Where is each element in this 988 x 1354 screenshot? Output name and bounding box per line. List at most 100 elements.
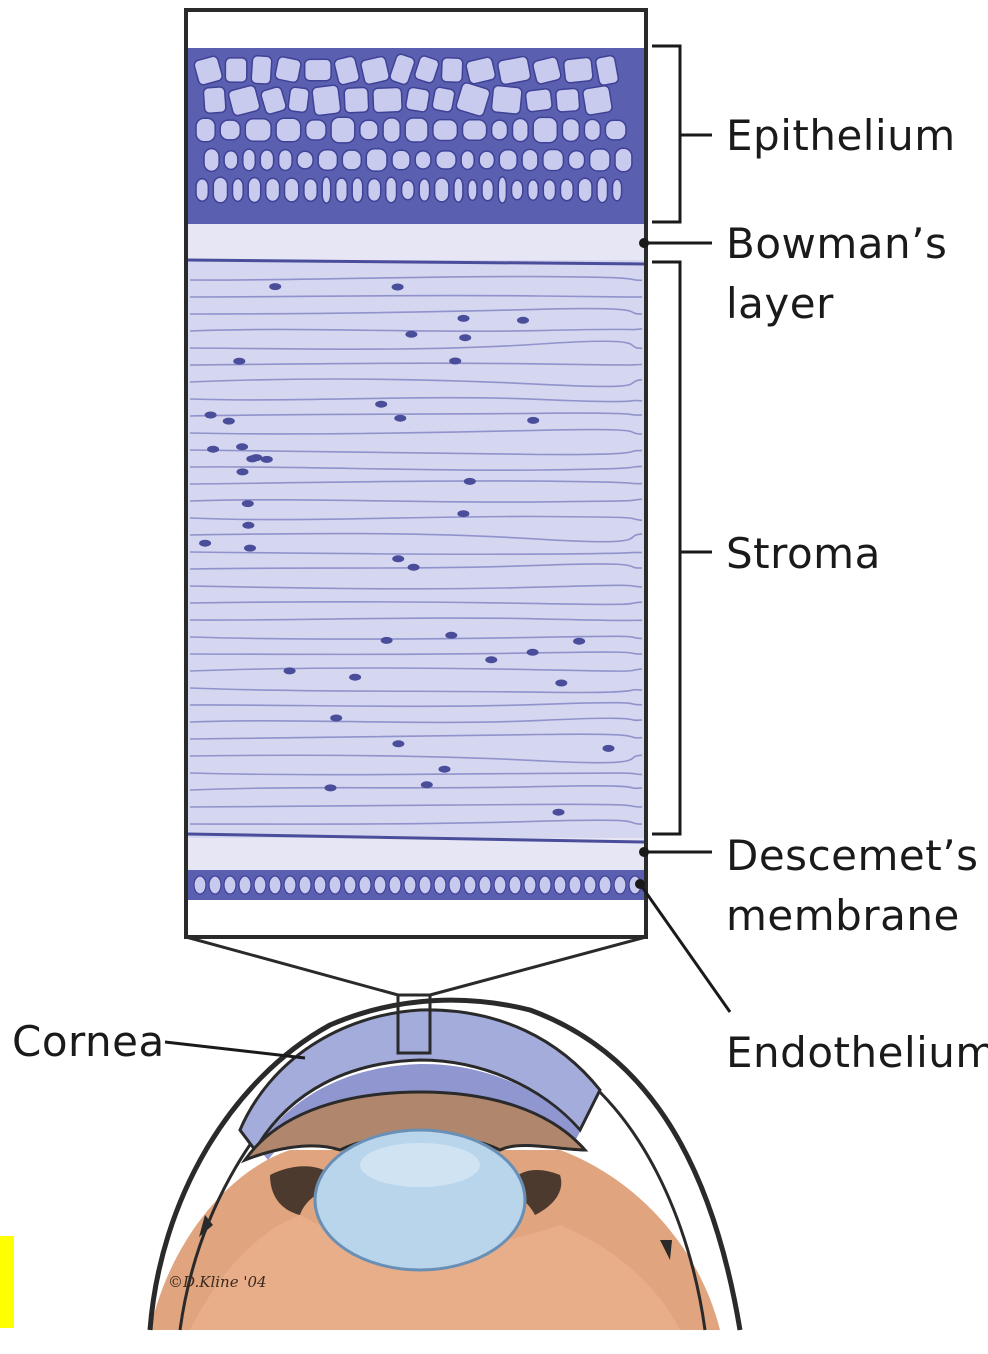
endothelial-cell	[194, 876, 206, 894]
epithelial-cell	[336, 178, 348, 202]
keratocyte-nucleus	[573, 638, 585, 645]
endothelial-cell	[344, 876, 356, 894]
epithelial-cell	[383, 118, 400, 142]
epithelial-cell	[266, 178, 280, 201]
descemets-leader-dot	[639, 847, 649, 857]
epithelial-cell	[368, 179, 381, 202]
keratocyte-nucleus	[392, 284, 404, 291]
endothelial-cell	[239, 876, 251, 894]
epithelial-cell	[233, 179, 244, 202]
endothelial-cell	[359, 876, 371, 894]
epithelial-cell	[563, 57, 593, 83]
epithelial-cell	[344, 87, 369, 113]
epithelial-cell	[568, 151, 584, 169]
epithelial-cell	[498, 177, 506, 203]
epithelial-cell	[225, 58, 247, 82]
endothelial-cell	[479, 876, 491, 894]
epithelial-cell	[352, 178, 363, 203]
epithelial-cell	[533, 117, 557, 142]
endothelial-cell	[434, 876, 446, 894]
epithelial-cell	[584, 119, 600, 140]
keratocyte-nucleus	[405, 331, 417, 338]
descemets-membrane-layer	[188, 838, 644, 870]
epithelial-cell	[260, 150, 273, 170]
epithelial-cell	[582, 85, 613, 116]
endothelial-cell	[509, 876, 521, 894]
epithelial-cell	[204, 149, 219, 172]
epithelial-cell	[402, 180, 415, 200]
label-endothelium: Endothelium	[726, 1032, 988, 1074]
epithelial-cell	[322, 177, 331, 203]
projection-line-left	[186, 937, 398, 995]
keratocyte-nucleus	[223, 418, 235, 425]
epithelial-cell	[405, 118, 428, 142]
epithelial-cell	[605, 120, 626, 140]
label-descemets-membrane: Descemet’s membrane	[726, 826, 978, 946]
epithelial-cell	[245, 119, 271, 142]
epithelial-cell	[522, 149, 538, 170]
endothelial-cell	[314, 876, 326, 894]
keratocyte-nucleus	[381, 637, 393, 644]
epithelial-cell	[431, 86, 455, 112]
endothelial-cell	[524, 876, 536, 894]
epithelial-cell	[497, 56, 531, 86]
keratocyte-nucleus	[485, 656, 497, 663]
epithelial-cell	[543, 180, 555, 201]
keratocyte-nucleus	[199, 540, 211, 547]
endothelial-cell	[419, 876, 431, 894]
epithelial-cell	[465, 56, 496, 84]
endothelial-cell	[404, 876, 416, 894]
epithelial-cell	[213, 177, 227, 203]
endothelial-cell	[299, 876, 311, 894]
epithelial-cell	[590, 149, 610, 171]
label-epithelium: Epithelium	[726, 115, 956, 157]
keratocyte-nucleus	[458, 315, 470, 322]
eye-cross-section	[150, 937, 740, 1330]
keratocyte-nucleus	[555, 680, 567, 687]
label-stroma: Stroma	[726, 533, 881, 575]
epithelial-cell	[512, 180, 523, 200]
epithelial-cell	[555, 88, 579, 112]
epithelial-cell	[288, 87, 310, 113]
keratocyte-nucleus	[244, 545, 256, 552]
keratocyte-nucleus	[392, 740, 404, 747]
keratocyte-nucleus	[603, 745, 615, 752]
keratocyte-nucleus	[269, 283, 281, 290]
epithelial-cell	[224, 151, 238, 170]
keratocyte-nucleus	[233, 358, 245, 365]
endothelial-cell	[389, 876, 401, 894]
endothelial-cell	[224, 876, 236, 894]
epithelial-cell	[203, 87, 226, 114]
endothelial-cell	[374, 876, 386, 894]
keratocyte-nucleus	[421, 781, 433, 788]
endothelial-cell	[554, 876, 566, 894]
epithelial-cell	[285, 178, 299, 202]
epithelial-cell	[532, 56, 562, 85]
epithelial-cell	[463, 120, 487, 140]
magnified-cornea-section	[186, 10, 646, 937]
epithelium-bracket	[652, 46, 680, 222]
keratocyte-nucleus	[517, 317, 529, 324]
bowmans-layer	[188, 222, 644, 260]
endothelial-cell	[599, 876, 611, 894]
epithelial-cell	[251, 55, 272, 84]
epithelial-cell	[312, 85, 342, 116]
epithelial-cell	[220, 120, 240, 140]
epithelial-cell	[479, 151, 494, 169]
epithelial-cell	[436, 151, 456, 169]
endothelial-cell	[254, 876, 266, 894]
epithelial-cell	[615, 148, 632, 172]
endothelial-cell	[269, 876, 281, 894]
epithelial-cell	[360, 120, 378, 139]
keratocyte-nucleus	[207, 446, 219, 453]
epithelial-cell	[360, 56, 390, 86]
endothelial-cell	[209, 876, 221, 894]
epithelial-cell	[331, 117, 355, 143]
epithelial-cell	[373, 87, 403, 112]
epithelial-cell	[306, 120, 326, 140]
epithelial-cell	[274, 56, 301, 83]
endothelial-cell	[494, 876, 506, 894]
cornea-leader	[165, 1042, 305, 1058]
keratocyte-nucleus	[284, 667, 296, 674]
